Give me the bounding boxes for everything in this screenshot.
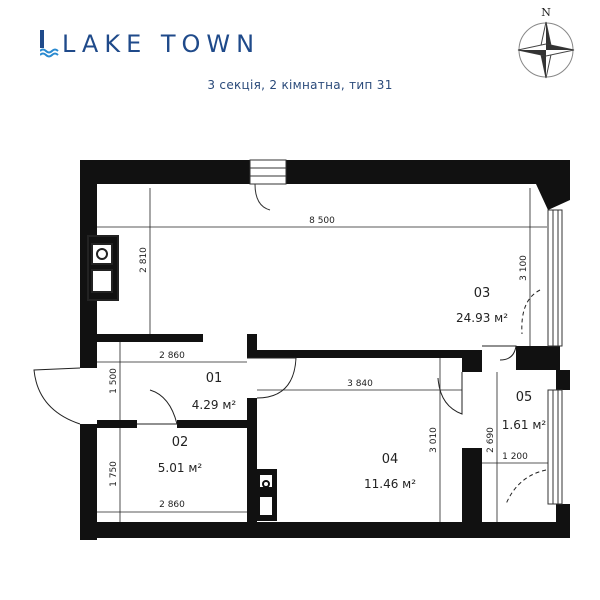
top-window (249, 159, 287, 211)
dimension-lines (97, 188, 548, 522)
logo: LAKE TOWN (40, 30, 260, 58)
wall (80, 424, 97, 540)
dim-2860-bottom: 2 860 (159, 500, 185, 510)
waves-icon (40, 30, 59, 58)
room-01-number: 01 (206, 371, 223, 386)
room-03-number: 03 (474, 286, 491, 301)
right-windows (547, 209, 563, 505)
wall (286, 160, 536, 184)
dimension-labels: 8 500 2 810 3 100 2 860 1 500 3 840 3 01… (109, 216, 529, 510)
apartment-subtitle: 3 секція, 2 кімнатна, тип 31 (207, 78, 393, 92)
door-02 (137, 389, 178, 425)
room-03-area: 24.93 м² (456, 311, 508, 325)
dim-8500: 8 500 (309, 216, 335, 226)
room-05-area: 1.61 м² (502, 418, 547, 432)
balcony-door-03 (521, 289, 541, 335)
wall (80, 160, 250, 184)
compass-icon: N (517, 6, 575, 79)
dim-2860-top: 2 860 (159, 351, 185, 361)
doors (33, 289, 547, 505)
room-01-area: 4.29 м² (192, 398, 237, 412)
room-labels: 03 24.93 м² 01 4.29 м² 02 5.01 м² 04 11.… (158, 286, 547, 491)
door-05 (482, 345, 517, 361)
toilet (255, 469, 277, 521)
dim-3010: 3 010 (429, 427, 439, 453)
dim-1750: 1 750 (109, 461, 119, 487)
door-04 (437, 372, 463, 415)
balcony-door-05 (505, 469, 547, 505)
dim-1500: 1 500 (109, 368, 119, 394)
wall (80, 522, 570, 538)
room-04-area: 11.46 м² (364, 477, 416, 491)
compass-north-label: N (541, 6, 551, 19)
brand-name: LAKE TOWN (62, 30, 261, 58)
door-01 (247, 357, 297, 399)
room-04-number: 04 (382, 452, 399, 467)
dim-2810: 2 810 (139, 247, 149, 273)
room-02-number: 02 (172, 435, 189, 450)
room-05-number: 05 (516, 390, 533, 405)
dim-1200: 1 200 (502, 452, 528, 462)
dim-3100: 3 100 (519, 255, 529, 281)
dim-2690: 2 690 (486, 427, 496, 453)
entrance-door (33, 367, 81, 425)
dim-3840: 3 840 (347, 379, 373, 389)
kitchen-sink (87, 235, 119, 301)
room-02-area: 5.01 м² (158, 461, 203, 475)
